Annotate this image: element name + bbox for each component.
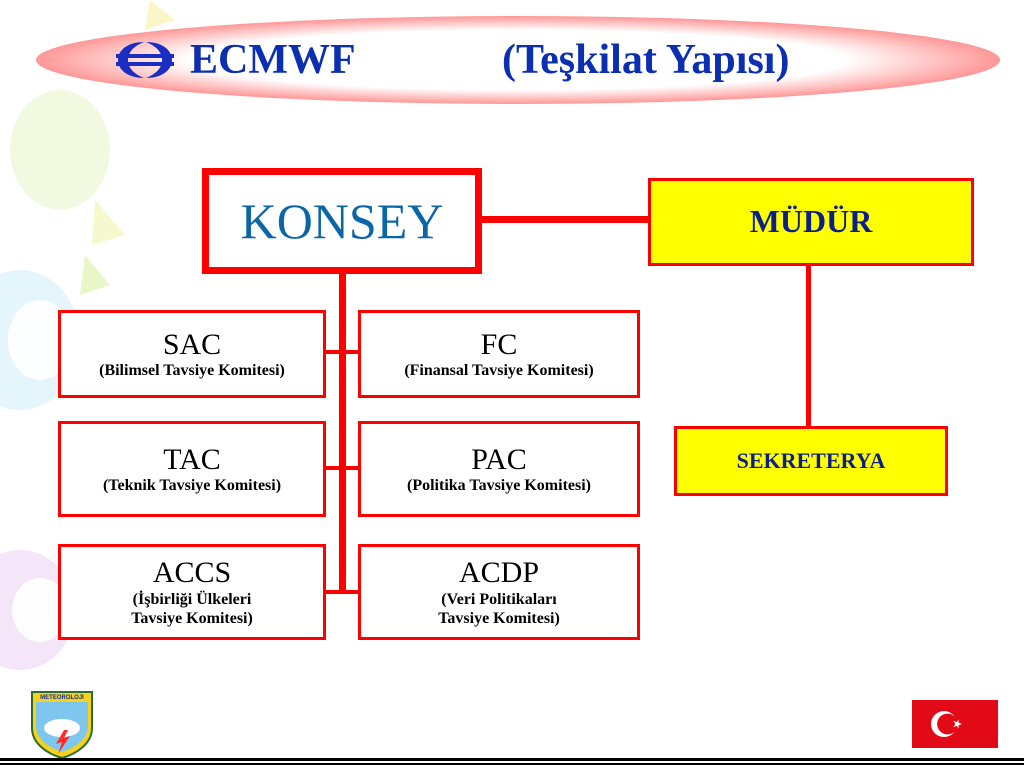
branch-fc (339, 350, 359, 354)
committee-code: PAC (471, 442, 527, 476)
committee-description: (Teknik Tavsiye Komitesi) (102, 477, 282, 495)
ecmwf-logo-icon (116, 42, 174, 78)
committee-code: TAC (163, 442, 221, 476)
sekreterya-box: SEKRETERYA (674, 426, 948, 496)
sekreterya-label: SEKRETERYA (736, 448, 886, 474)
committee-acdp: ACDP (Veri Politikaları Tavsiye Komitesi… (358, 544, 640, 640)
committee-fc: FC (Finansal Tavsiye Komitesi) (358, 310, 640, 398)
konsey-label: KONSEY (240, 192, 444, 249)
committee-sac: SAC (Bilimsel Tavsiye Komitesi) (58, 310, 326, 398)
committee-description: (Bilimsel Tavsiye Komitesi) (99, 362, 285, 380)
committee-pac: PAC (Politika Tavsiye Komitesi) (358, 421, 640, 517)
konsey-box: KONSEY (202, 168, 482, 274)
turkish-flag-icon (912, 700, 998, 748)
committee-code: ACDP (458, 556, 540, 590)
meteoroloji-logo-icon: METEOROLOJI (31, 691, 93, 760)
committee-code: SAC (162, 327, 222, 361)
committee-tac: TAC (Teknik Tavsiye Komitesi) (58, 421, 326, 517)
mudur-box: MÜDÜR (648, 178, 974, 266)
mudur-label: MÜDÜR (749, 203, 873, 240)
page-title: ECMWF (190, 37, 356, 83)
mudur-sekreterya-connector (806, 266, 811, 426)
committee-code: FC (480, 327, 518, 361)
committee-accs: ACCS (İşbirliği Ülkeleri Tavsiye Komites… (58, 544, 326, 640)
konsey-trunk-line (339, 274, 346, 594)
committee-code: ACCS (152, 556, 232, 590)
meteoroloji-logo-text: METEOROLOJI (40, 695, 84, 701)
committee-description: (Finansal Tavsiye Komitesi) (404, 362, 594, 380)
page-subtitle: (Teşkilat Yapısı) (502, 37, 790, 83)
title-banner (36, 16, 1000, 104)
branch-acdp (339, 590, 359, 594)
committee-description-line1: (Veri Politikaları (441, 590, 557, 608)
committee-description-line2: Tavsiye Komitesi) (438, 609, 560, 627)
committee-description: (Politika Tavsiye Komitesi) (407, 477, 591, 495)
branch-pac (339, 466, 359, 470)
konsey-mudur-connector (482, 216, 648, 223)
committee-description-line2: Tavsiye Komitesi) (131, 609, 253, 627)
committee-description-line1: (İşbirliği Ülkeleri (132, 590, 252, 608)
footer-divider (0, 758, 1024, 768)
